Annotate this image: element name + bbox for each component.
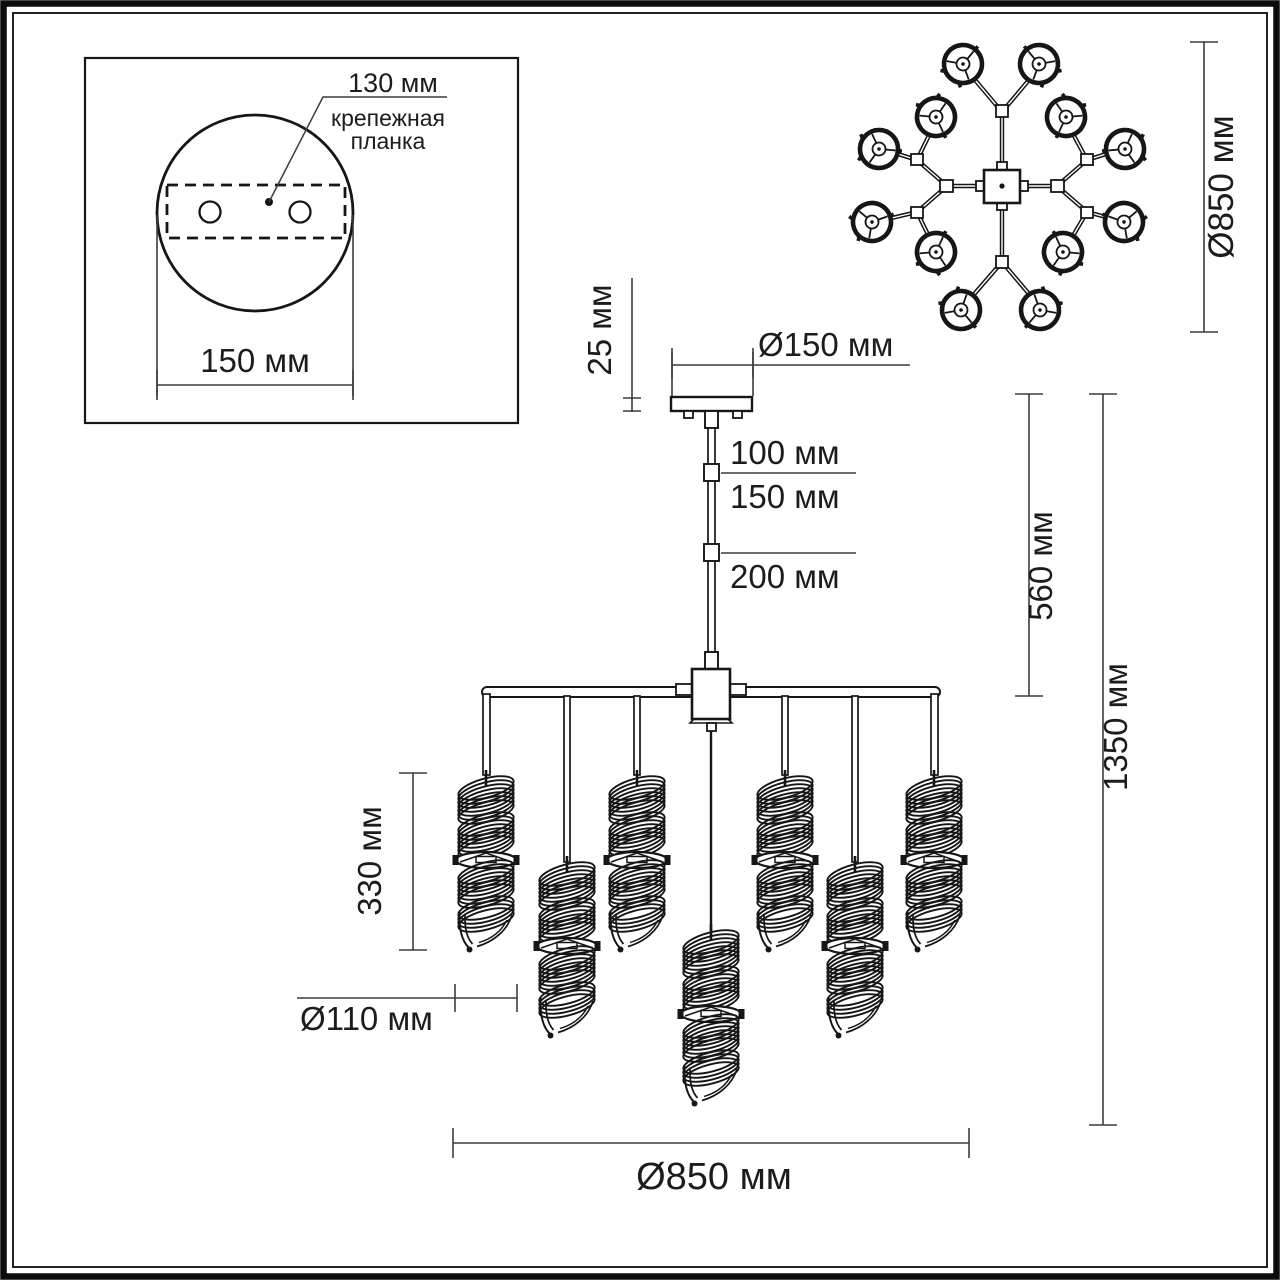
top-shade xyxy=(910,223,963,279)
screw-hole-right xyxy=(288,200,312,224)
inset-dim-150-lines xyxy=(156,215,354,400)
stem xyxy=(633,695,641,776)
hanging-rod xyxy=(703,410,720,670)
stem xyxy=(851,695,859,863)
stem xyxy=(930,693,939,776)
leader-line xyxy=(268,96,447,203)
top-shade xyxy=(935,34,992,92)
dim-1350-lines xyxy=(1089,393,1117,1126)
screw-hole-left xyxy=(198,200,222,224)
dim-110-lines xyxy=(297,984,518,1012)
seg-150-label: 150 мм xyxy=(730,478,840,515)
bracket-note-line2: планка xyxy=(351,128,426,154)
dim-110-label: Ø110 мм xyxy=(300,1000,433,1037)
dim-150-label: 150 мм xyxy=(200,342,310,379)
dim-25-lines xyxy=(623,278,641,412)
front-dimensions xyxy=(297,278,1117,1158)
dim-1350-label: 1350 мм xyxy=(1097,663,1134,791)
dim-150d-lines xyxy=(671,348,910,396)
top-shade xyxy=(856,128,903,170)
top-dim-850-label: Ø850 мм xyxy=(1202,115,1241,258)
top-shade xyxy=(910,90,963,146)
canopy xyxy=(669,395,754,419)
spiral-shade xyxy=(602,768,672,954)
dim-850-bottom-lines xyxy=(452,1128,970,1158)
top-shade xyxy=(1011,282,1068,340)
spiral-shade xyxy=(451,768,521,954)
spiral-shade xyxy=(532,854,602,1040)
top-shade xyxy=(1100,128,1147,170)
bracket-note-line1: крепежная xyxy=(331,105,445,131)
dim-25-label: 25 мм xyxy=(581,284,618,375)
rod-connector-2 xyxy=(703,543,720,562)
stem xyxy=(563,695,571,863)
top-dim-850-lines xyxy=(1190,41,1218,333)
spiral-shade xyxy=(899,768,969,954)
front-hub xyxy=(675,667,747,930)
stem xyxy=(482,693,491,776)
spiral-shade xyxy=(750,768,820,954)
rod-connector-1 xyxy=(703,463,720,482)
dim-560-lines xyxy=(1015,393,1043,697)
inset-frame xyxy=(83,56,520,425)
dim-850-bottom-label: Ø850 мм xyxy=(636,1156,792,1198)
top-view: Ø850 мм xyxy=(846,34,1241,340)
dim-130-label: 130 мм xyxy=(348,68,438,98)
dim-150d-label: Ø150 мм xyxy=(758,326,893,363)
spiral-shade xyxy=(820,854,890,1040)
front-view xyxy=(451,395,969,1108)
stem xyxy=(781,695,789,776)
seg-100-label: 100 мм xyxy=(730,434,840,471)
top-shade xyxy=(1010,34,1067,92)
top-view-hub xyxy=(975,161,1029,211)
spiral-shade xyxy=(676,922,746,1108)
top-shade xyxy=(1096,196,1150,247)
canopy-outline xyxy=(155,113,355,313)
dim-330-lines xyxy=(399,772,427,951)
top-shade xyxy=(846,196,900,247)
top-shade xyxy=(1039,90,1092,146)
top-shade xyxy=(1036,223,1089,279)
top-view-junctions xyxy=(910,104,1094,269)
inset-mount-diagram xyxy=(83,56,520,425)
top-shade xyxy=(933,282,990,340)
seg-200-label: 200 мм xyxy=(730,558,840,595)
dim-560-label: 560 мм xyxy=(1022,511,1059,621)
mounting-bracket-dashed xyxy=(165,183,347,240)
dim-330-label: 330 мм xyxy=(351,806,388,916)
